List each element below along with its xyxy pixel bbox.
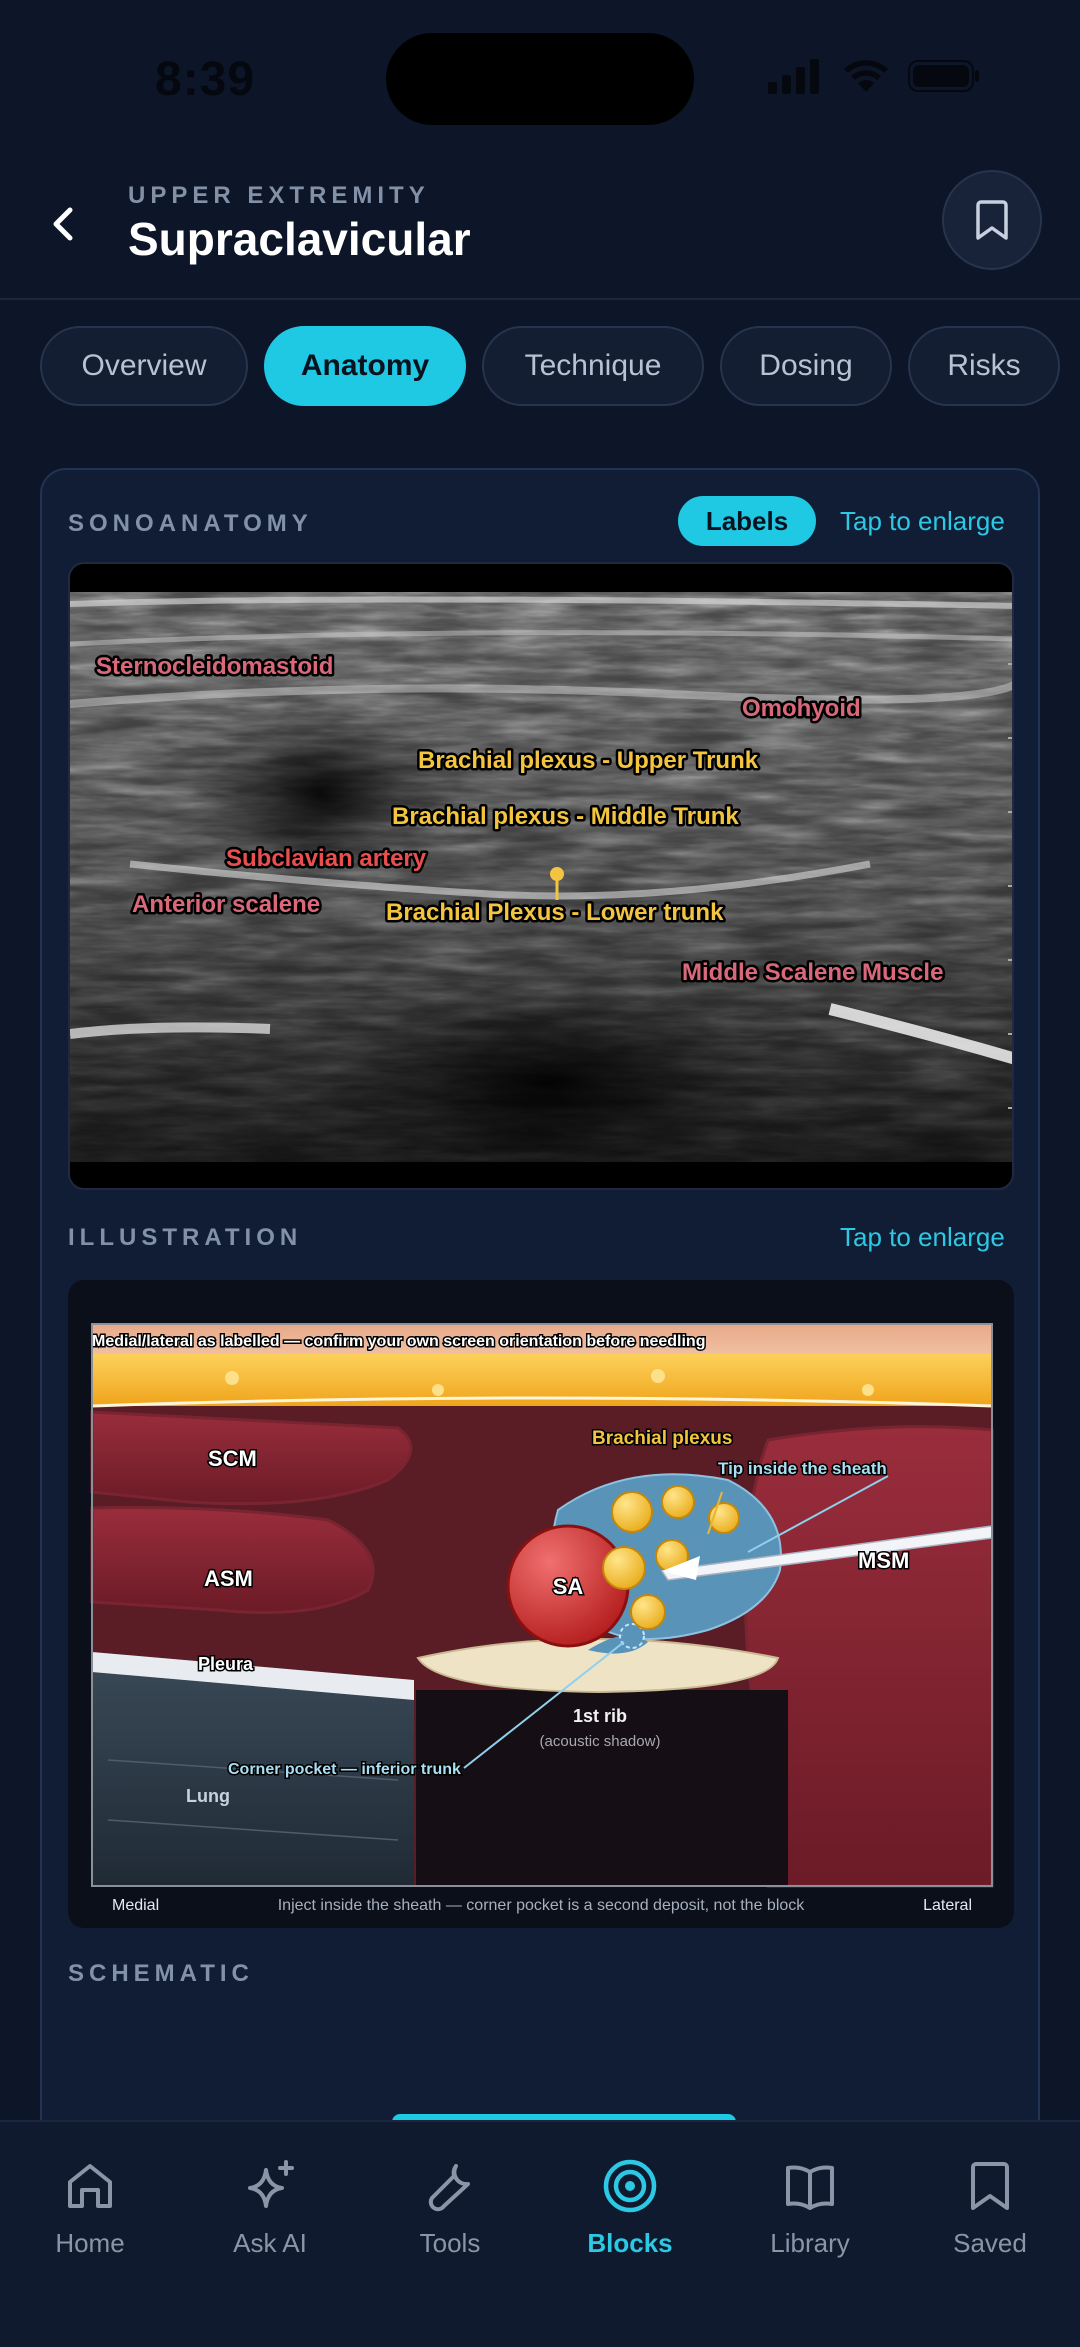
status-time: 8:39 — [155, 53, 256, 106]
anatomy-illustration[interactable]: Medial/lateral as labelled — confirm you… — [68, 1280, 1014, 1928]
label-pleura: Pleura — [198, 1654, 254, 1674]
dynamic-island — [386, 33, 694, 125]
illustration-drawing: Medial/lateral as labelled — confirm you… — [90, 1323, 994, 1914]
needle-tip — [662, 1556, 700, 1580]
label-asm: ASM — [204, 1566, 253, 1591]
label-corner-pocket: Corner pocket — inferior trunk — [228, 1761, 461, 1778]
nav-library[interactable]: Library — [720, 2122, 900, 2347]
labels-toggle[interactable]: Labels — [678, 496, 816, 546]
nav-blocks[interactable]: Blocks — [540, 2122, 720, 2347]
label-lung: Lung — [186, 1786, 230, 1806]
label-middle-scalene: Middle Scalene Muscle — [682, 959, 943, 986]
nav-tools-label: Tools — [419, 2228, 481, 2258]
tab-overview[interactable]: Overview — [40, 326, 248, 406]
region-eyebrow: UPPER EXTREMITY — [128, 182, 430, 209]
nav-saved[interactable]: Saved — [900, 2122, 1080, 2347]
tab-risks[interactable]: Risks — [908, 326, 1060, 406]
wrench-icon — [428, 2164, 470, 2212]
bottom-tab-bar: Home Ask AI Tools Blocks Library Saved — [0, 2120, 1080, 2347]
pleura-line — [92, 1652, 414, 1700]
label-scm: SCM — [208, 1446, 257, 1471]
nav-home-label: Home — [55, 2228, 125, 2258]
bookmark-icon — [976, 200, 1008, 240]
footer-lateral: Lateral — [923, 1897, 972, 1914]
sparkles-icon — [248, 2160, 294, 2208]
nav-saved-label: Saved — [953, 2228, 1027, 2258]
wifi-icon — [844, 60, 888, 92]
label-lower-trunk: Brachial Plexus - Lower trunk — [386, 899, 724, 926]
sonoanatomy-label: SONOANATOMY — [68, 510, 313, 537]
schematic-label: SCHEMATIC — [68, 1960, 254, 1987]
bookmark-icon — [971, 2162, 1009, 2210]
ultrasound-scan: Sternocleidomastoid Omohyoid Brachial pl… — [70, 592, 1012, 1184]
footer-caption: Inject inside the sheath — corner pocket… — [278, 1897, 806, 1914]
label-anterior-scalene: Anterior scalene — [132, 891, 320, 918]
asm-muscle — [90, 1506, 375, 1614]
cellular-signal-icon — [768, 59, 819, 94]
label-sternocleidomastoid: Sternocleidomastoid — [96, 653, 333, 680]
footer-medial: Medial — [112, 1897, 159, 1914]
ultrasound-image[interactable]: Sternocleidomastoid Omohyoid Brachial pl… — [68, 562, 1014, 1190]
nav-library-label: Library — [770, 2228, 850, 2258]
section-tabs: Overview Anatomy Technique Dosing Risks — [40, 326, 1060, 406]
label-sa: SA — [553, 1574, 584, 1599]
label-acoustic-shadow: (acoustic shadow) — [540, 1733, 661, 1750]
bookmark-button[interactable] — [942, 170, 1042, 270]
label-upper-trunk: Brachial plexus - Upper Trunk — [418, 747, 759, 774]
acoustic-shadow — [416, 1690, 788, 1886]
label-tip-inside-sheath: Tip inside the sheath — [718, 1459, 887, 1478]
status-bar: 8:39 — [0, 0, 1080, 150]
book-icon — [786, 2165, 834, 2210]
home-icon — [68, 2164, 112, 2208]
nav-blocks-label: Blocks — [587, 2228, 673, 2258]
illustration-enlarge-link[interactable]: Tap to enlarge — [840, 1222, 1005, 1252]
tab-anatomy[interactable]: Anatomy — [264, 326, 466, 406]
back-button[interactable] — [40, 200, 88, 248]
nav-home[interactable]: Home — [0, 2122, 180, 2347]
lower-trunk-marker — [550, 867, 564, 881]
label-msm: MSM — [858, 1548, 909, 1573]
status-icons — [768, 58, 980, 94]
tab-technique[interactable]: Technique — [482, 326, 704, 406]
battery-icon — [908, 60, 979, 92]
label-omohyoid: Omohyoid — [742, 695, 861, 722]
nav-ask-ai[interactable]: Ask AI — [180, 2122, 360, 2347]
label-brachial-plexus: Brachial plexus — [592, 1428, 732, 1449]
skin-layer — [92, 1324, 992, 1354]
scm-muscle — [90, 1410, 413, 1506]
sonoanatomy-enlarge-link[interactable]: Tap to enlarge — [840, 506, 1005, 536]
page-title: Supraclavicular — [128, 213, 471, 265]
screen-header: UPPER EXTREMITY Supraclavicular — [0, 160, 1080, 300]
orientation-banner: Medial/lateral as labelled — confirm you… — [92, 1333, 705, 1350]
corner-pocket-marker — [619, 1623, 645, 1649]
label-subclavian-artery: Subclavian artery — [226, 845, 427, 872]
illustration-label: ILLUSTRATION — [68, 1224, 303, 1251]
anatomy-card: SONOANATOMY Labels Tap to enlarge — [40, 468, 1040, 2168]
lung — [92, 1652, 414, 1886]
tab-dosing[interactable]: Dosing — [720, 326, 892, 406]
label-first-rib: 1st rib — [573, 1706, 627, 1726]
label-middle-trunk: Brachial plexus - Middle Trunk — [392, 803, 739, 830]
nav-tools[interactable]: Tools — [360, 2122, 540, 2347]
nav-ask-ai-label: Ask AI — [233, 2228, 307, 2258]
target-icon — [603, 2159, 657, 2213]
chevron-left-icon — [53, 207, 73, 241]
